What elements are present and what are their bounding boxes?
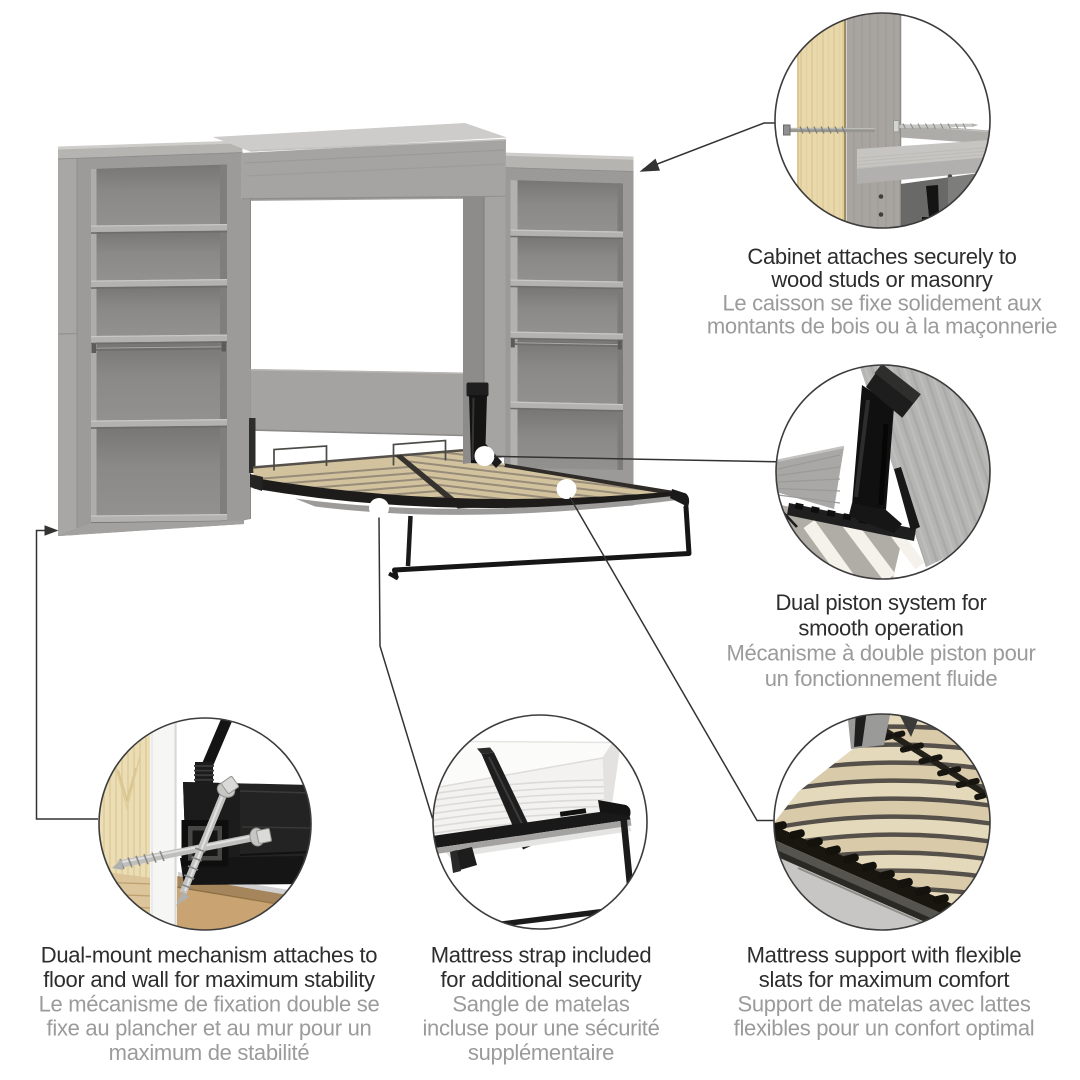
svg-text:maximum de stabilité: maximum de stabilité xyxy=(109,1040,310,1065)
svg-text:Dual piston system for: Dual piston system for xyxy=(775,590,986,615)
svg-text:Sangle de matelas: Sangle de matelas xyxy=(452,991,629,1016)
svg-text:montants de bois ou à la maçon: montants de bois ou à la maçonnerie xyxy=(707,314,1057,339)
svg-text:Cabinet attaches securely to: Cabinet attaches securely to xyxy=(747,244,1016,269)
svg-text:Le mécanisme de fixation doubl: Le mécanisme de fixation double se xyxy=(39,991,380,1016)
svg-text:flexibles pour un confort opti: flexibles pour un confort optimal xyxy=(734,1016,1035,1041)
svg-text:wood studs or masonry: wood studs or masonry xyxy=(770,267,992,292)
svg-text:Dual-mount mechanism attaches: Dual-mount mechanism attaches to xyxy=(41,943,378,968)
svg-text:supplémentaire: supplémentaire xyxy=(468,1040,614,1065)
svg-text:for additional security: for additional security xyxy=(441,967,642,992)
svg-text:Mattress support with flexible: Mattress support with flexible xyxy=(747,943,1022,968)
svg-text:slats for maximum comfort: slats for maximum comfort xyxy=(759,967,1010,992)
svg-text:Support de matelas avec lattes: Support de matelas avec lattes xyxy=(737,991,1030,1016)
svg-text:Mécanisme à double piston pour: Mécanisme à double piston pour xyxy=(727,641,1036,666)
svg-text:Le caisson se fixe solidement: Le caisson se fixe solidement aux xyxy=(722,290,1041,315)
svg-text:incluse pour une sécurité: incluse pour une sécurité xyxy=(422,1016,659,1041)
svg-text:un fonctionnement fluide: un fonctionnement fluide xyxy=(765,666,998,691)
svg-text:smooth operation: smooth operation xyxy=(798,615,963,640)
svg-text:floor and wall for maximum sta: floor and wall for maximum stability xyxy=(43,967,375,992)
svg-text:Mattress strap included: Mattress strap included xyxy=(431,943,652,968)
svg-text:fixe au plancher et au mur pou: fixe au plancher et au mur pour un xyxy=(47,1016,372,1041)
